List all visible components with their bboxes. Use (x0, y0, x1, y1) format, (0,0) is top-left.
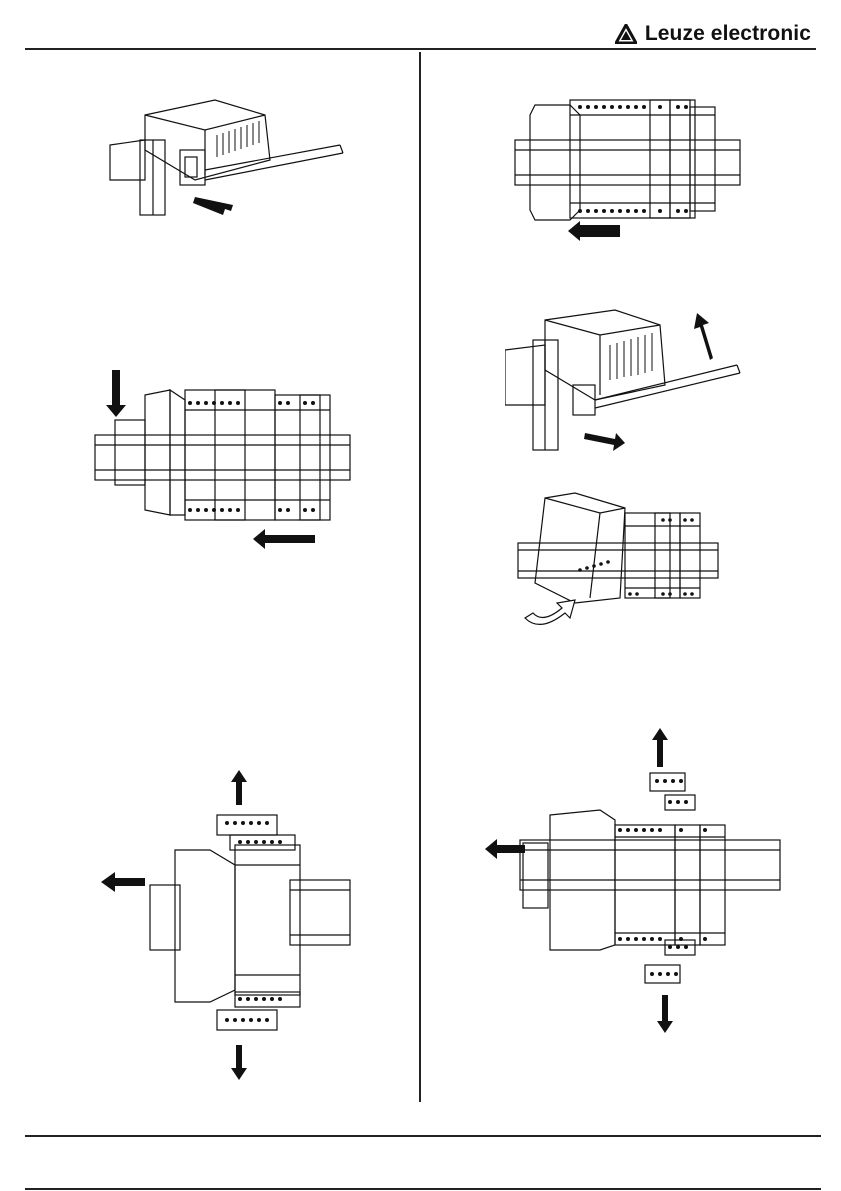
lever-unlock-icon (505, 305, 745, 455)
remove-terminal-blocks-stack-icon (485, 725, 785, 1040)
brand-name: Leuze electronic (645, 22, 811, 46)
figure-tilt-remove-module (515, 488, 725, 638)
mount-on-rail-icon (90, 365, 355, 550)
column-divider (419, 52, 421, 1102)
brand-header: Leuze electronic (615, 22, 811, 46)
leuze-triangle-logo-icon (615, 24, 637, 44)
header-rule (25, 48, 816, 50)
figure-remove-terminal-blocks-stack (485, 725, 785, 1040)
page-bottom-rule (25, 1188, 821, 1190)
figure-lever-unlock (505, 305, 745, 455)
tilt-remove-module-icon (515, 488, 725, 638)
figure-mount-on-rail (90, 365, 355, 550)
figure-slide-module-left (510, 95, 750, 245)
remove-terminal-blocks-icon (95, 770, 355, 1085)
screwdriver-release-icon (105, 95, 345, 220)
footer-rule (25, 1135, 821, 1137)
figure-remove-terminal-blocks (95, 770, 355, 1085)
figure-screwdriver-release (105, 95, 345, 220)
slide-module-left-icon (510, 95, 750, 245)
